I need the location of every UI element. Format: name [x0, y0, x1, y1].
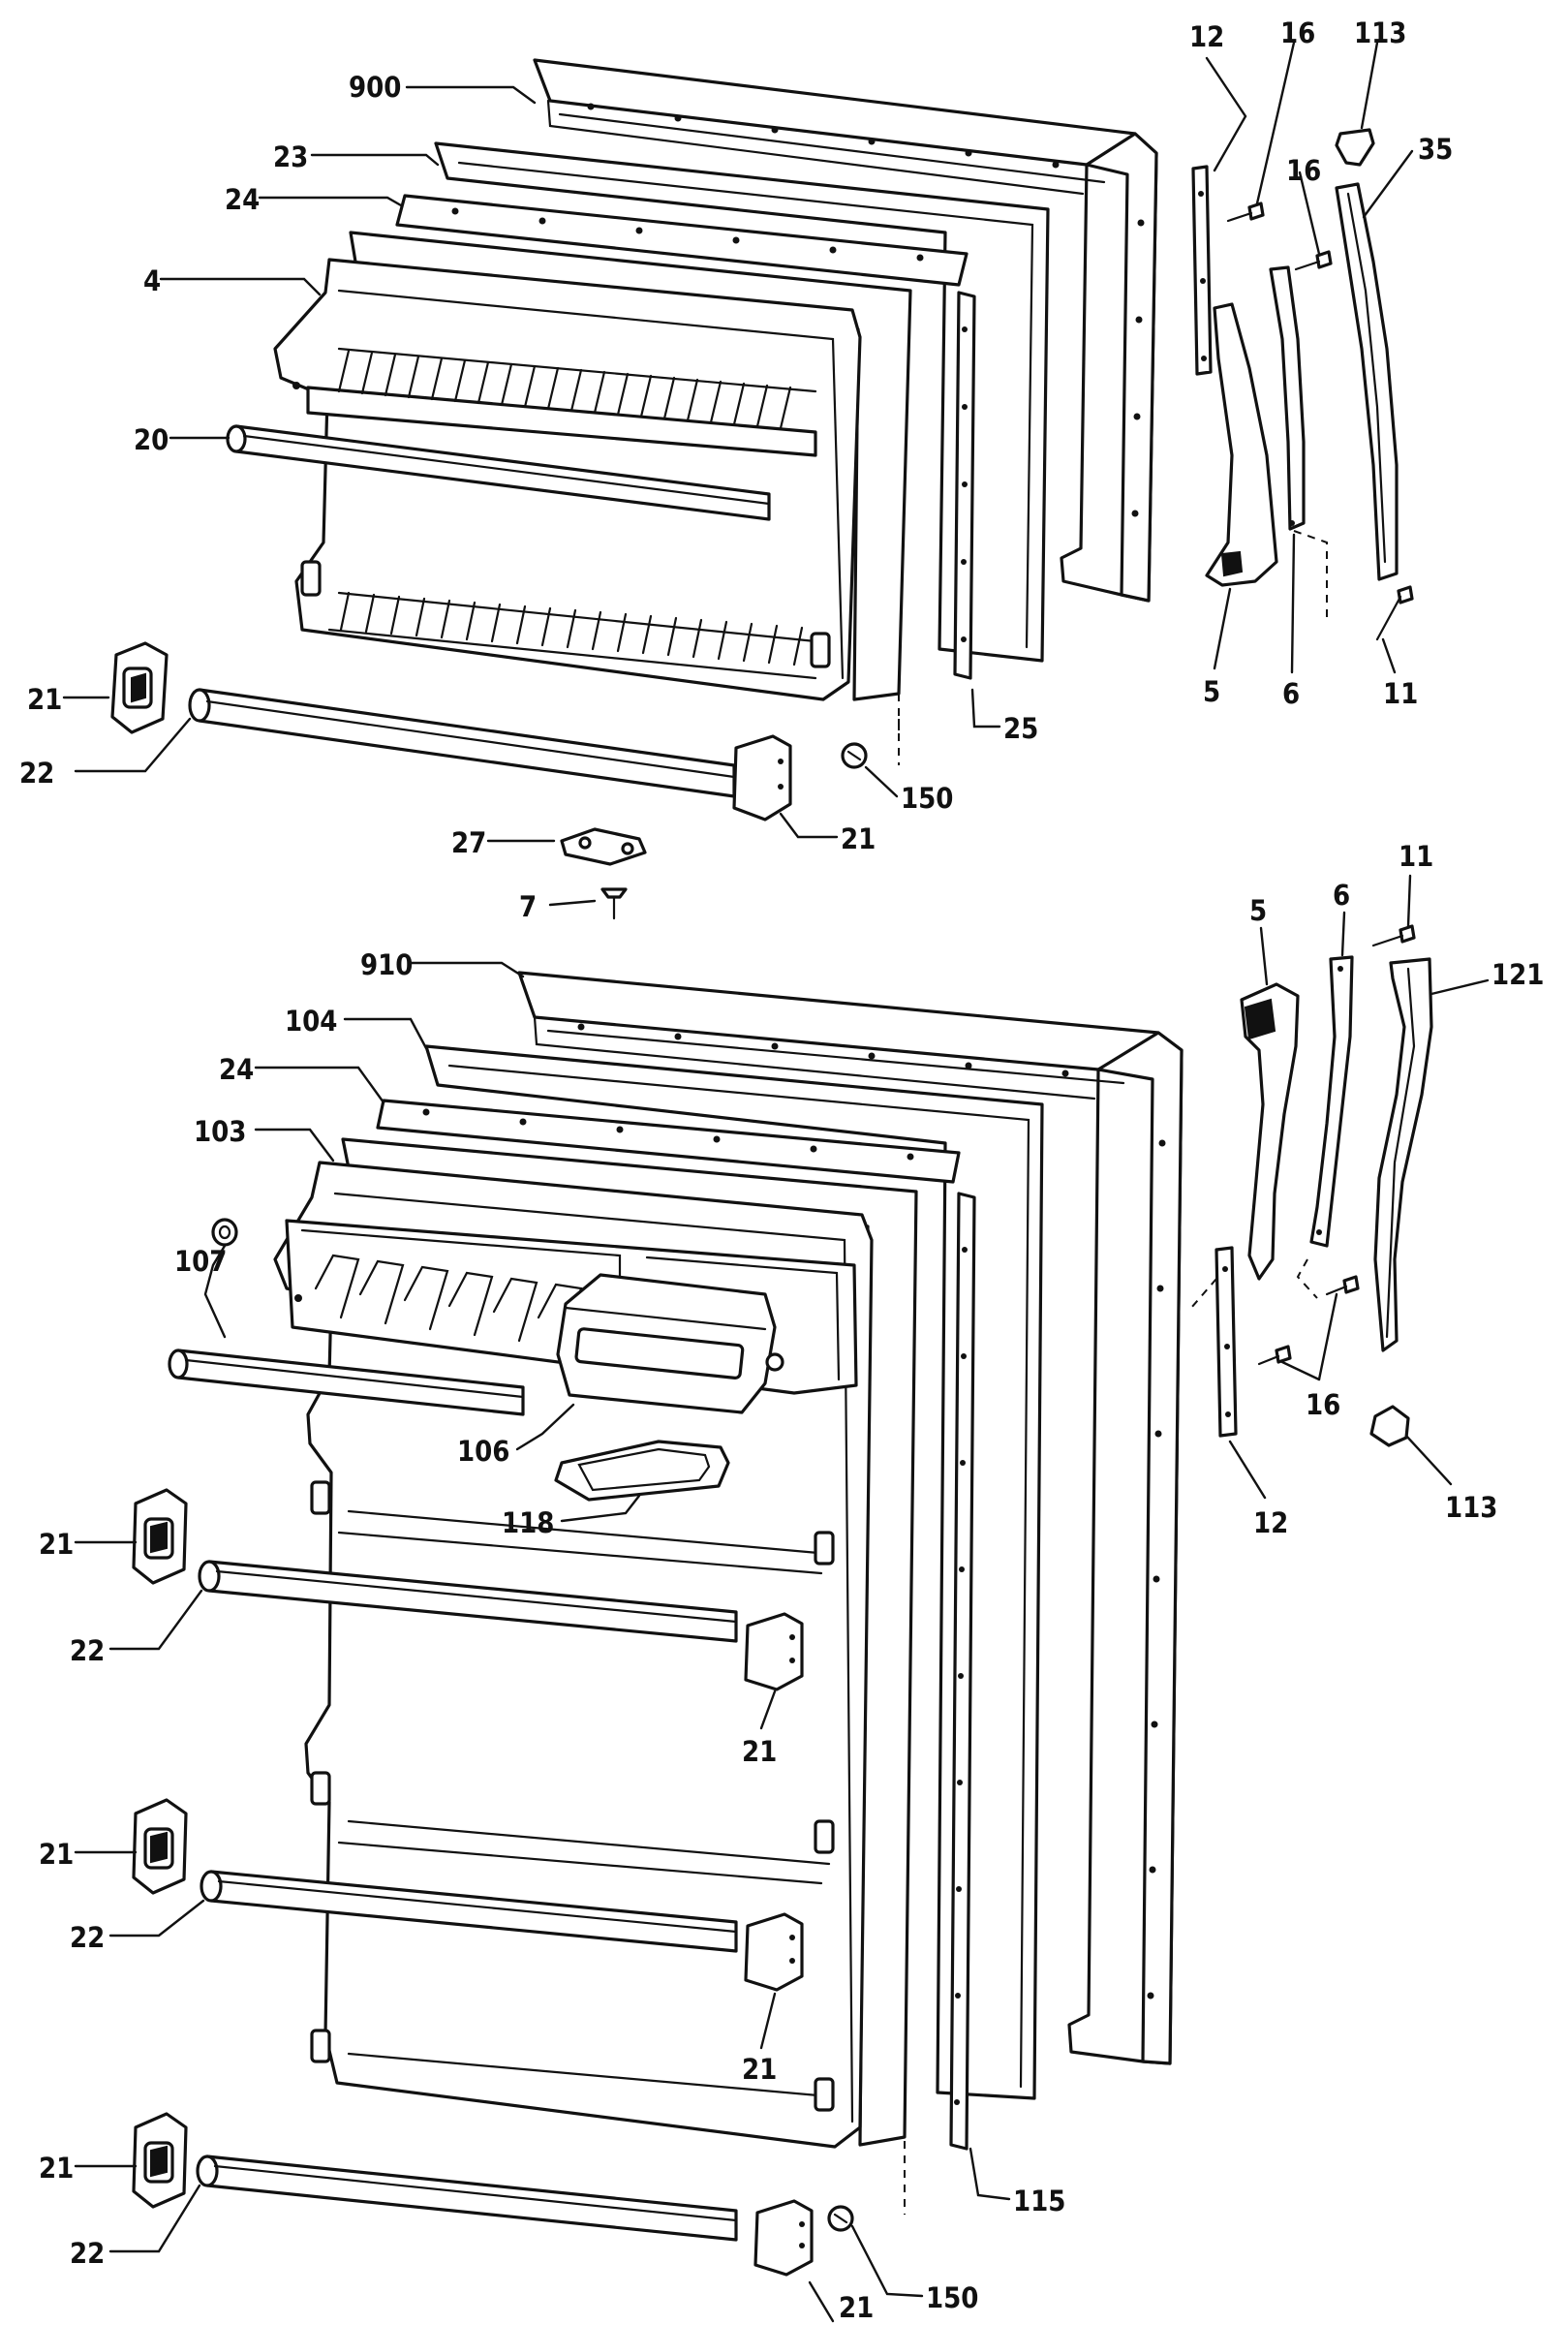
- callout-5-top: 5: [1203, 675, 1220, 708]
- hinge-plug-icon: [211, 1218, 238, 1247]
- callout-21-e: 21: [39, 2152, 74, 2185]
- callout-5-bottom: 5: [1249, 894, 1267, 927]
- door-gasket-104: [424, 1044, 1044, 2100]
- handle-trim-6-top: [1269, 265, 1306, 531]
- callout-113-top: 113: [1354, 16, 1406, 49]
- callout-24-top: 24: [225, 183, 260, 216]
- shelf-bar-22-top: [188, 688, 736, 798]
- screw-icon: [1226, 202, 1265, 223]
- shelf-bar-20: [226, 424, 771, 521]
- callout-115: 115: [1013, 2185, 1065, 2217]
- callout-22-b: 22: [70, 1921, 105, 1954]
- handle-cap-121: [1373, 957, 1433, 1352]
- screw-icon: [1257, 1345, 1292, 1366]
- callout-21-a: 21: [39, 1528, 74, 1561]
- callout-107: 107: [174, 1245, 227, 1278]
- callout-21-c: 21: [39, 1838, 74, 1871]
- callout-113-bottom: 113: [1445, 1491, 1497, 1524]
- outer-door-panel-900: [533, 58, 1158, 603]
- hinge-plug-icon: [841, 742, 868, 769]
- callout-106: 106: [457, 1435, 509, 1468]
- callout-104: 104: [285, 1005, 337, 1038]
- bin-cap-icon: [732, 734, 792, 822]
- bin-cap-icon: [132, 1488, 188, 1585]
- callout-16-top-a: 16: [1280, 16, 1315, 49]
- hinge-plug-icon: [827, 2205, 854, 2232]
- bin-cap-icon: [132, 1798, 188, 1895]
- callout-103: 103: [194, 1115, 246, 1148]
- callout-150-bottom: 150: [926, 2281, 978, 2314]
- outer-door-panel-910: [517, 971, 1184, 2065]
- callout-21-top-right: 21: [841, 822, 876, 855]
- callout-35: 35: [1418, 133, 1453, 166]
- callout-900: 900: [349, 71, 401, 104]
- hinge-strip-12-bottom: [1214, 1246, 1238, 1438]
- screw-icon: [1371, 924, 1416, 947]
- hinge-plug-icon: [1335, 128, 1375, 167]
- callout-12-bottom: 12: [1253, 1506, 1288, 1539]
- callout-6-top: 6: [1282, 677, 1300, 710]
- callout-21-f: 21: [839, 2291, 874, 2324]
- leader-lines: [62, 41, 1490, 2323]
- side-strip-115: [949, 1192, 976, 2151]
- door-liner-103: [273, 1137, 918, 2149]
- callout-118: 118: [502, 1506, 554, 1539]
- bin-cap-icon: [744, 1612, 804, 1691]
- callout-16-top-b: 16: [1286, 154, 1321, 187]
- callout-4: 4: [143, 264, 161, 297]
- callout-7: 7: [519, 890, 537, 923]
- callout-22-c: 22: [70, 2237, 105, 2270]
- callout-27: 27: [451, 826, 486, 859]
- callout-12-top: 12: [1189, 20, 1224, 53]
- callout-6-bottom: 6: [1333, 879, 1350, 912]
- fresh-food-door-assembly: [132, 924, 1433, 2277]
- door-gasket-23: [434, 141, 1050, 663]
- callout-21-d: 21: [742, 2053, 777, 2086]
- handle-5-top: [1205, 302, 1278, 587]
- callout-121: 121: [1491, 958, 1544, 991]
- bin-cap-icon: [110, 641, 169, 734]
- freezer-door-assembly: [110, 58, 1414, 920]
- callout-24-bottom: 24: [219, 1053, 254, 1086]
- callout-25: 25: [1003, 712, 1038, 745]
- callout-23: 23: [273, 140, 308, 173]
- callout-21-top-left: 21: [27, 683, 62, 716]
- breaker-strip-24-bottom: [376, 1099, 961, 1184]
- bin-cap-icon: [744, 1912, 804, 1992]
- callout-22-a: 22: [70, 1634, 105, 1667]
- callout-11-top: 11: [1383, 677, 1418, 710]
- hinge-strip-12-top: [1191, 165, 1213, 376]
- screw-icon: [1294, 250, 1333, 271]
- bin-cap-icon: [753, 2199, 814, 2277]
- side-strip-25: [898, 291, 976, 736]
- callout-910: 910: [360, 948, 413, 981]
- callout-21-b: 21: [742, 1735, 777, 1768]
- callout-labels: 900 23 24 4 20 21 22 21 27 7 150 25 12 1…: [19, 16, 1544, 2324]
- callout-150-top: 150: [901, 782, 953, 815]
- shelf-bar-22-a: [198, 1560, 738, 1643]
- hinge-plug-icon: [1369, 1405, 1410, 1447]
- hinge-plate-27: [560, 827, 647, 866]
- breaker-strip-24: [395, 194, 968, 287]
- handle-trim-6-bottom: [1309, 955, 1354, 1248]
- callout-20: 20: [134, 423, 169, 456]
- shelf-bar-107: [168, 1348, 525, 1416]
- handle-5-bottom: [1240, 982, 1300, 1281]
- bin-cap-icon: [132, 2112, 188, 2209]
- callout-22-top: 22: [19, 757, 54, 790]
- handle-cap-35: [1335, 182, 1399, 581]
- shelf-bar-22-b: [200, 1870, 738, 1953]
- callout-16-bottom: 16: [1306, 1388, 1340, 1421]
- screw-icon: [1375, 585, 1414, 641]
- callout-11-bottom: 11: [1399, 840, 1433, 873]
- screw-icon: [600, 887, 628, 920]
- screw-icon: [1325, 1275, 1360, 1296]
- shelf-bar-22-c: [196, 2154, 738, 2242]
